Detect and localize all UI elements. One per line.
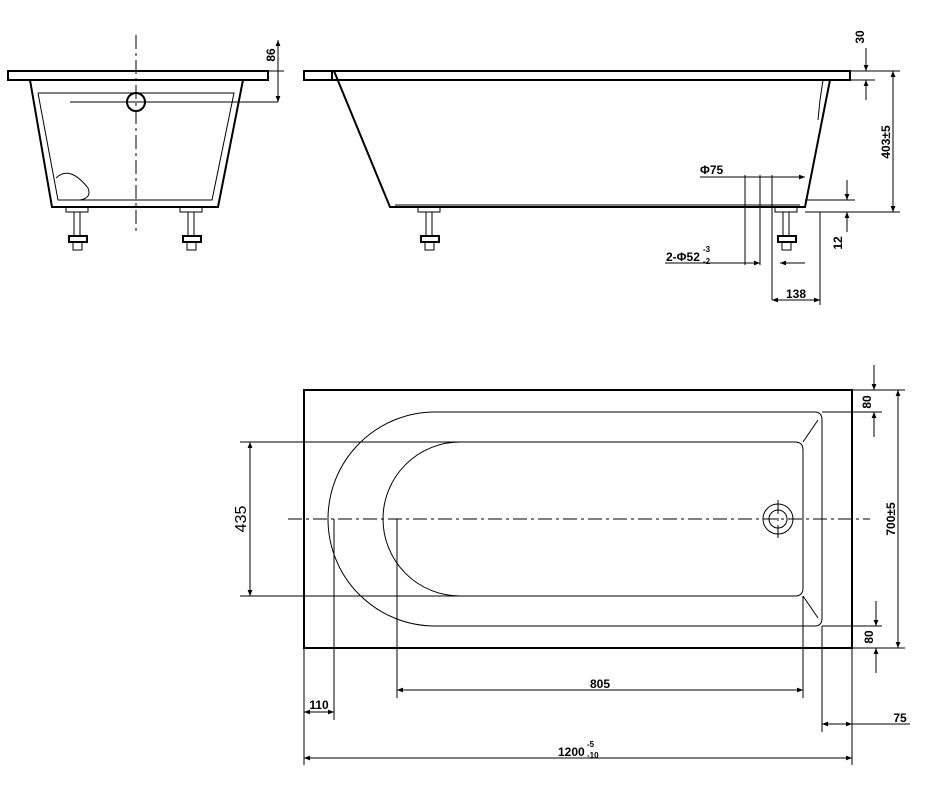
front-view: Φ75 2-Φ52 -3 -2 138 12 30 403±5 <box>303 30 900 305</box>
end-view-headrest <box>55 172 90 201</box>
front-view-rim <box>303 70 851 81</box>
dim-side-rim-height: 86 <box>264 48 278 62</box>
dim-inner-length: 805 <box>590 677 610 691</box>
dim-rim-top: 80 <box>860 395 874 409</box>
dim-overall-width: 700±5 <box>884 502 898 536</box>
dim-bottom-offset: 12 <box>831 236 845 250</box>
dim-foot-offset: 75 <box>893 711 907 725</box>
front-view-leg-left <box>417 206 441 251</box>
dim-overall-length: 1200 <box>558 745 585 759</box>
end-view-leg-right <box>179 206 203 251</box>
dim-outlet-diameter: Φ75 <box>700 163 724 177</box>
plan-view: 435 80 80 700±5 805 110 75 <box>233 365 910 765</box>
dim-overall-length-tol-lower: -10 <box>587 751 599 760</box>
front-view-leg-right <box>774 206 798 251</box>
dim-depth: 403±5 <box>879 125 893 159</box>
dim-rim-thickness: 30 <box>853 30 867 44</box>
plan-view-outer-basin <box>327 411 823 627</box>
dim-inner-width: 435 <box>233 506 250 533</box>
dim-overall-length-tol-upper: -5 <box>587 740 595 749</box>
dim-leg-holes-tol-lower: -2 <box>703 257 711 266</box>
dim-head-offset: 110 <box>309 698 329 712</box>
dim-leg-holes-tol-upper: -3 <box>703 245 711 254</box>
end-view-leg-left <box>65 206 89 251</box>
front-view-shell <box>333 70 831 208</box>
dim-outlet-offset: 138 <box>786 287 806 301</box>
plan-view-inner-basin <box>382 441 804 597</box>
dim-rim-bottom: 80 <box>862 630 876 644</box>
end-view-rim <box>7 70 269 81</box>
end-view-inner-shell <box>37 92 235 201</box>
dim-leg-holes: 2-Φ52 <box>666 250 700 264</box>
end-view: 86 <box>7 35 284 251</box>
end-view-shell <box>29 79 244 208</box>
